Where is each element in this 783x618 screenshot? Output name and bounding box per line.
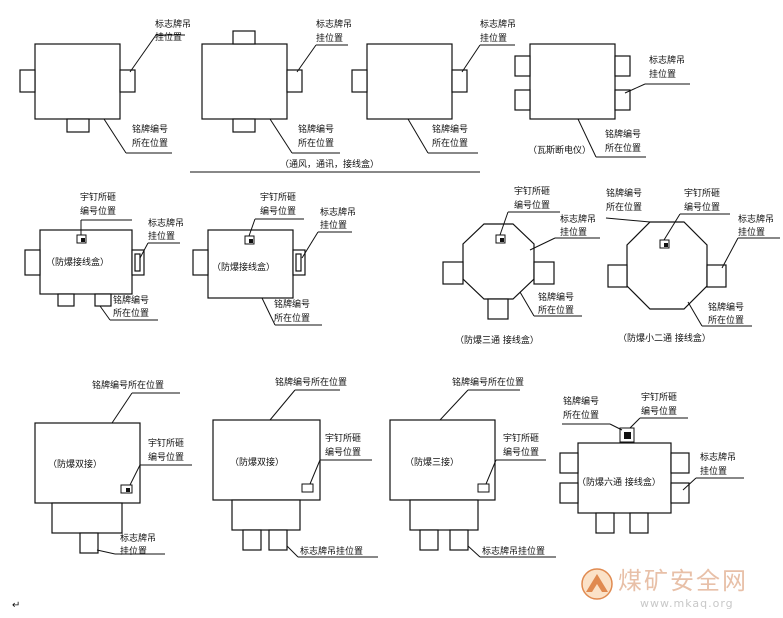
sign-hang-label: 挂位置 [120,545,147,557]
sign-hang-label: 标志牌吊 [155,18,191,30]
watermark: 煤矿安全网 www.mkaq.org [581,567,748,610]
plate-no-label: 铭牌编号 [432,123,468,135]
plate-no-label: 铭牌编号 [113,294,149,306]
box-9-double: （防爆双接） 铭牌编号所在位置 宇钉所砸 编号位置 标志牌吊 挂位置 [34,379,192,557]
ventilation-caption: （通风，通讯，接线盒） [280,158,379,170]
sign-hang-label: 挂位置 [738,226,765,238]
six-way-caption: （防爆六通 接线盒） [577,476,661,488]
watermark-url: www.mkaq.org [640,597,734,610]
plate-no-label: 铭牌编号 [708,301,744,313]
rivet-no-label: 宇钉所砸 [641,391,677,403]
plate-no-label: 所在位置 [605,142,641,154]
rivet-no-label: 编号位置 [260,205,296,217]
box-2-ventilation: 标志牌吊 挂位置 铭牌编号 所在位置 [201,18,352,154]
small-two-way-caption: （防爆小二通 接线盒） [618,332,711,344]
plate-no-label: 所在位置 [432,137,468,149]
plate-no-label: 所在位置 [606,201,642,213]
rivet-no-label: 编号位置 [503,446,539,458]
sign-hang-label: 挂位置 [155,31,182,43]
box-11-triple: （防爆三接） 铭牌编号所在位置 宇钉所砸 编号位置 标志牌吊挂位置 [389,376,556,558]
paragraph-mark: ↵ [12,600,20,611]
three-way-caption: （防爆三通 接线盒） [455,334,539,346]
watermark-name: 煤矿安全网 [618,567,748,595]
plate-no-label: 所在位置 [708,314,744,326]
sign-hang-label: 挂位置 [320,219,347,231]
sign-hang-label: 标志牌吊 [120,532,156,544]
rivet-no-label: 编号位置 [325,446,361,458]
plate-no-label: 铭牌编号 [606,187,642,199]
sign-hang-label: 挂位置 [649,68,676,80]
rivet-no-label: 宇钉所砸 [148,437,184,449]
box-caption: （防爆接线盒） [46,256,109,268]
plate-no-label: 所在位置 [132,137,168,149]
box-caption: （防爆三接） [405,456,459,468]
box-8-small-two-way: 宇钉所砸 编号位置 铭牌编号 所在位置 标志牌吊 挂位置 铭牌编号 所在位置 （… [605,187,780,344]
sign-hang-label: 标志牌吊挂位置 [482,545,545,557]
rivet-no-label: 编号位置 [80,205,116,217]
plate-no-label: 铭牌编号 [538,291,574,303]
sign-hang-label: 标志牌吊 [738,213,774,225]
sign-hang-label: 标志牌吊 [649,54,685,66]
box-caption: （防爆双接） [48,458,102,470]
rivet-no-label: 编号位置 [148,451,184,463]
box-1-ventilation: 标志牌吊 挂位置 铭牌编号 所在位置 [19,18,191,154]
rivet-no-label: 编号位置 [514,199,550,211]
plate-no-label: 铭牌编号 [274,298,310,310]
box-caption: （防爆接线盒） [212,261,275,273]
sign-hang-label: 标志牌吊 [700,451,736,463]
sign-hang-label: 标志牌吊 [480,18,516,30]
sign-hang-label: 挂位置 [148,230,175,242]
sign-hang-label: 挂位置 [316,32,343,44]
sign-hang-label: 标志牌吊 [320,206,356,218]
rivet-no-label: 宇钉所砸 [260,191,296,203]
plate-no-label: 铭牌编号 [298,123,334,135]
plate-no-label: 铭牌编号 [563,395,599,407]
box-3-ventilation: 标志牌吊 挂位置 铭牌编号 所在位置 [351,18,516,154]
box-12-six-way: （防爆六通 接线盒） 铭牌编号 所在位置 宇钉所砸 编号位置 标志牌吊 挂位置 [559,391,744,534]
sign-hang-label: 挂位置 [560,226,587,238]
rivet-no-label: 编号位置 [684,201,720,213]
sign-hang-label: 标志牌吊 [148,217,184,229]
plate-no-label: 铭牌编号所在位置 [275,376,347,388]
sign-hang-label: 标志牌吊 [560,213,596,225]
box-4-gas-breaker: 标志牌吊 挂位置 铭牌编号 所在位置 （瓦斯断电仪） [514,43,690,158]
box-5-explosion-proof: （防爆接线盒） 宇钉所砸 编号位置 标志牌吊 挂位置 铭牌编号 所在位置 [24,191,184,321]
plate-no-label: 铭牌编号 [132,123,168,135]
sign-hang-label: 标志牌吊挂位置 [300,545,363,557]
box-caption: （防爆双接） [230,456,284,468]
rivet-no-label: 宇钉所砸 [325,432,361,444]
plate-no-label: 所在位置 [538,304,574,316]
sign-hang-label: 标志牌吊 [316,18,352,30]
plate-no-label: 铭牌编号所在位置 [92,379,164,391]
sign-hang-label: 挂位置 [480,32,507,44]
sign-hang-label: 挂位置 [700,465,727,477]
plate-no-label: 所在位置 [274,312,310,324]
rivet-no-label: 宇钉所砸 [503,432,539,444]
rivet-no-label: 宇钉所砸 [80,191,116,203]
rivet-no-label: 编号位置 [641,405,677,417]
plate-no-label: 所在位置 [563,409,599,421]
plate-no-label: 铭牌编号所在位置 [452,376,524,388]
rivet-no-label: 宇钉所砸 [684,187,720,199]
gas-breaker-caption: （瓦斯断电仪） [528,144,591,156]
watermark-logo-icon [581,568,613,600]
plate-no-label: 铭牌编号 [605,128,641,140]
plate-no-label: 所在位置 [113,307,149,319]
box-7-three-way: 宇钉所砸 编号位置 标志牌吊 挂位置 铭牌编号 所在位置 （防爆三通 接线盒） [442,185,600,346]
rivet-no-label: 宇钉所砸 [514,185,550,197]
box-6-explosion-proof: （防爆接线盒） 宇钉所砸 编号位置 标志牌吊 挂位置 铭牌编号 所在位置 [192,191,356,326]
box-10-double: （防爆双接） 铭牌编号所在位置 宇钉所砸 编号位置 标志牌吊挂位置 [212,376,378,558]
plate-no-label: 所在位置 [298,137,334,149]
